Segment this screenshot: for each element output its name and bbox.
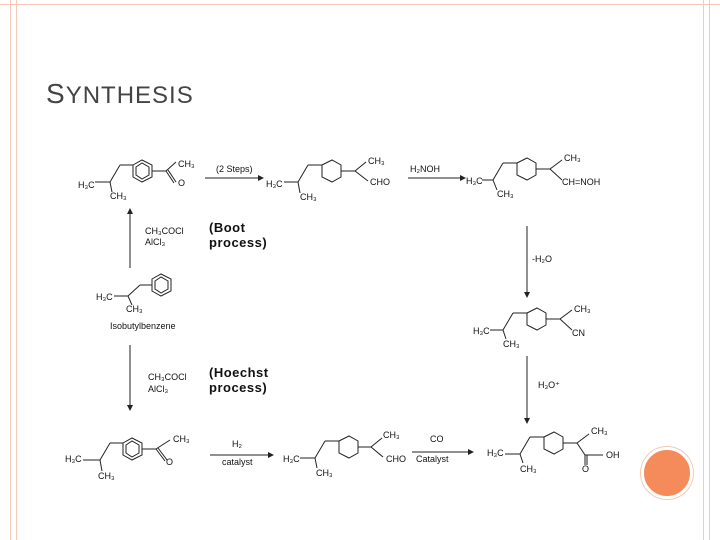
- svg-text:H₃C: H₃C: [96, 292, 113, 302]
- molecule-ketone-bottom: CH₃ O H₃C CH₃: [65, 434, 190, 481]
- svg-text:O: O: [178, 178, 185, 188]
- svg-text:CH₃: CH₃: [98, 471, 115, 481]
- molecule-aldehyde-top: CH₃ CHO H₃C CH₃: [266, 156, 390, 202]
- svg-text:CHO: CHO: [386, 454, 406, 464]
- molecule-nitrile: CH₃ CN H₃C CH₃: [473, 304, 591, 349]
- frame-line-top: [0, 4, 720, 5]
- svg-text:CH₃: CH₃: [564, 153, 581, 163]
- svg-text:CH₃: CH₃: [126, 304, 143, 314]
- molecule-ibuprofen: CH₃ O OH H₃C CH₃: [487, 426, 620, 474]
- label-co: CO: [430, 434, 444, 444]
- svg-text:CH₃: CH₃: [178, 159, 195, 169]
- label-catalyst-2: Catalyst: [416, 454, 449, 464]
- svg-text:CH=NOH: CH=NOH: [562, 177, 600, 187]
- svg-text:H₃C: H₃C: [78, 180, 95, 190]
- molecule-ketone-top: CH₃ O H₃C CH₃: [78, 159, 195, 201]
- label-2-steps: (2 Steps): [216, 164, 253, 174]
- label-reagent-bottom-1: CH₃COCl: [148, 372, 187, 382]
- svg-text:H₃C: H₃C: [473, 326, 490, 336]
- svg-text:CHO: CHO: [370, 177, 390, 187]
- frame-line-left-2: [16, 0, 17, 540]
- svg-text:CH₃: CH₃: [173, 434, 190, 444]
- svg-text:H₃C: H₃C: [65, 454, 82, 464]
- svg-text:CH₃: CH₃: [591, 426, 608, 436]
- svg-text:O: O: [582, 464, 589, 474]
- label-reagent-top-1: CH₃COCl: [145, 226, 184, 236]
- slide-title: SYNTHESIS: [46, 78, 194, 109]
- svg-text:O: O: [166, 457, 173, 467]
- label-h2: H₂: [232, 439, 242, 449]
- label-reagent-top-2: AlCl₃: [145, 237, 166, 247]
- frame-line-right-1: [703, 0, 704, 540]
- svg-text:H₃C: H₃C: [266, 179, 283, 189]
- molecule-oxime: CH₃ CH=NOH H₃C CH₃: [466, 153, 600, 199]
- label-catalyst-1: catalyst: [222, 457, 253, 467]
- svg-text:CH₃: CH₃: [520, 464, 537, 474]
- label-minus-h2o: -H₂O: [532, 254, 552, 264]
- svg-text:CH₃: CH₃: [368, 156, 385, 166]
- svg-text:H₃C: H₃C: [466, 176, 483, 186]
- svg-text:Isobutylbenzene: Isobutylbenzene: [110, 321, 176, 331]
- svg-text:CH₃: CH₃: [574, 304, 591, 314]
- frame-line-left-1: [10, 0, 11, 540]
- svg-text:CH₃: CH₃: [316, 468, 333, 478]
- label-reagent-bottom-2: AlCl₃: [148, 384, 169, 394]
- svg-text:OH: OH: [606, 450, 620, 460]
- decorative-circle: [641, 447, 693, 499]
- svg-text:H₃C: H₃C: [283, 454, 300, 464]
- label-h3o: H₃O⁺: [538, 380, 560, 390]
- label-boot-process-2: process): [209, 235, 267, 250]
- label-hoechst-process-1: (Hoechst: [209, 365, 269, 380]
- svg-text:CH₃: CH₃: [300, 192, 317, 202]
- molecule-isobutylbenzene: H₃C CH₃ Isobutylbenzene: [96, 273, 176, 331]
- frame-line-right-2: [709, 0, 710, 540]
- svg-text:CH₃: CH₃: [503, 339, 520, 349]
- label-boot-process-1: (Boot: [209, 220, 246, 235]
- label-nh2oh: H₂NOH: [410, 164, 440, 174]
- svg-text:H₃C: H₃C: [487, 448, 504, 458]
- label-hoechst-process-2: process): [209, 380, 267, 395]
- svg-text:CH₃: CH₃: [110, 191, 127, 201]
- svg-text:CH₃: CH₃: [497, 189, 514, 199]
- svg-text:CH₃: CH₃: [383, 430, 400, 440]
- svg-text:CN: CN: [572, 328, 585, 338]
- molecule-alcohol: CH₃ CHO H₃C CH₃: [283, 430, 406, 478]
